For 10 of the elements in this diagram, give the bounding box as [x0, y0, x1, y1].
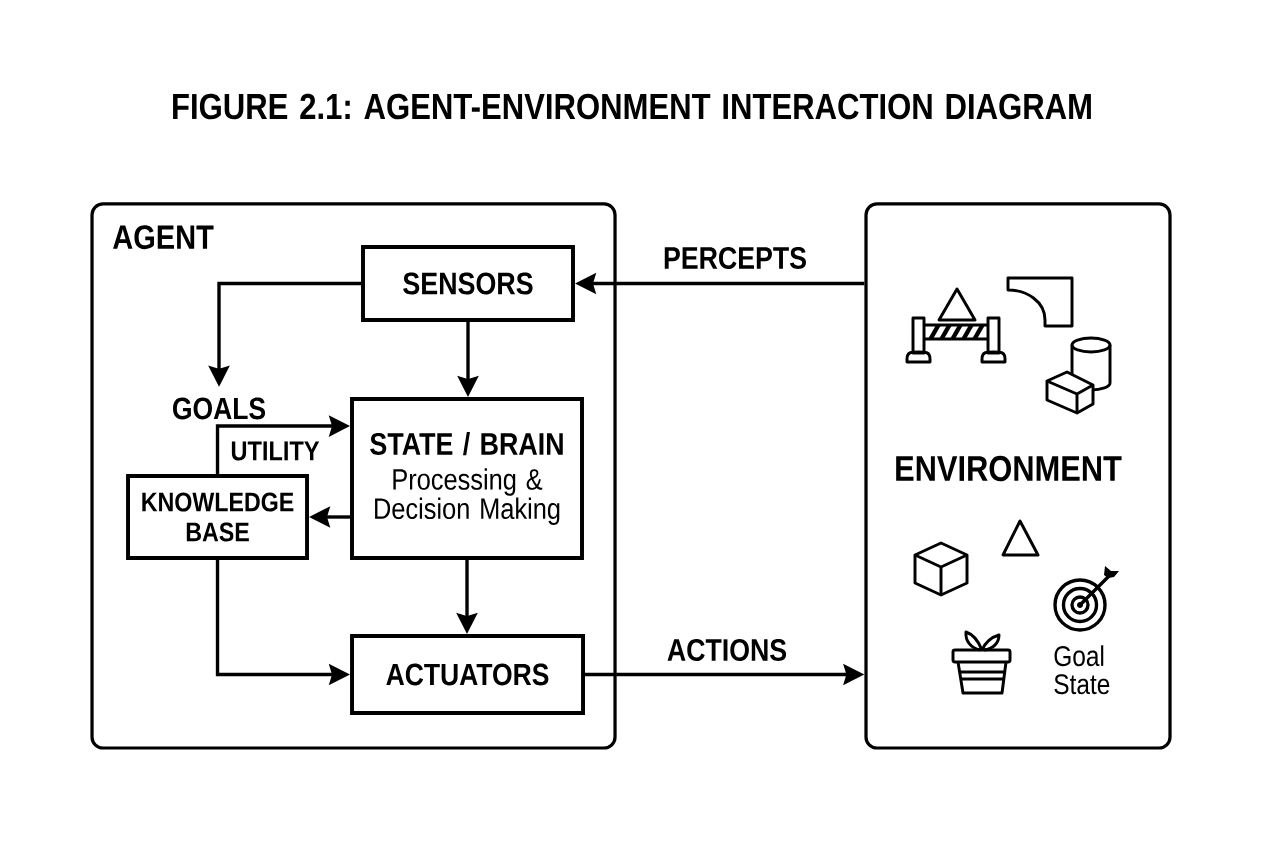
edge-label: ACTIONS [665, 637, 789, 663]
process-box: STATE / BRAIN Processing & Decision Making [350, 397, 584, 560]
process-box: SENSORS [361, 245, 575, 322]
title: FIGURE 2.1: AGENT-ENVIRONMENT INTERACTION DIAGRAM [173, 93, 1091, 120]
icon-caption: Goal State [1054, 645, 1110, 695]
process-box: ACTUATORS [350, 634, 585, 715]
edge-label: UTILITY [229, 440, 321, 462]
process-box: KNOWLEDGE BASE [126, 474, 309, 560]
text-label: GOALS [173, 397, 266, 420]
edge-label: PERCEPTS [661, 245, 809, 271]
